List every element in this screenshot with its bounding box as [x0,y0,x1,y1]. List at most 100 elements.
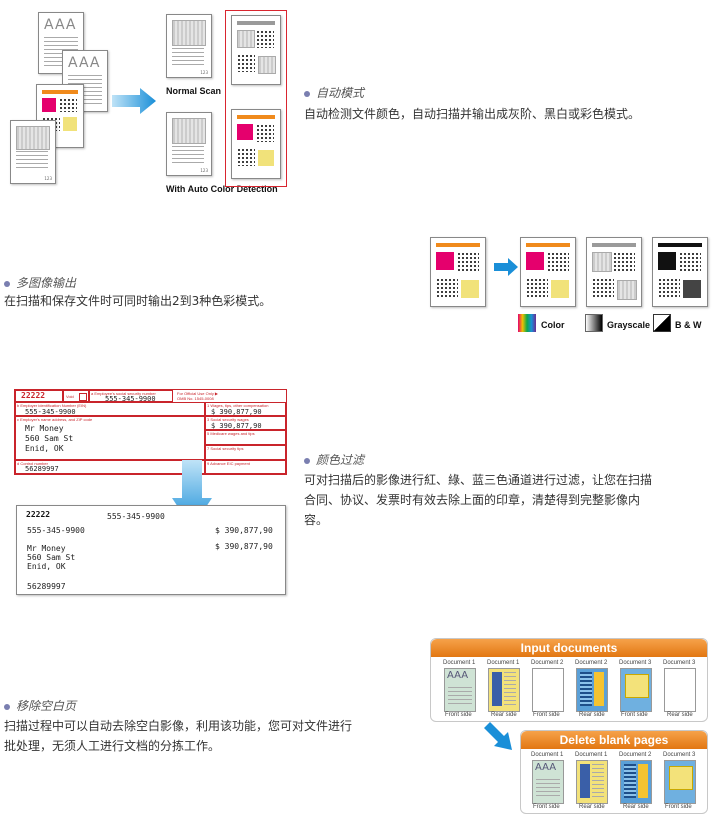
dot-pattern [658,278,680,298]
bullet-icon [304,457,310,464]
heading-text: 多图像输出 [16,276,77,290]
dot-pattern [526,278,548,298]
doc-thumb [576,668,608,712]
normal-scan-doc: 123 [166,14,212,78]
gray-photo [16,126,50,150]
grayscale-legend-label: Grayscale [607,320,651,330]
page-number: 123 [44,176,52,181]
name-label: c Employer's name address, and ZIP code [17,417,93,422]
section-description: 自动检测文件颜色，自动扫描并输出成灰阶、黑白或彩色模式。 [304,107,641,121]
sample-text: AAA [447,670,469,681]
form-code: 22222 [21,391,46,400]
gray-photo [617,280,637,300]
color-legend-label: Color [541,320,565,330]
dot-pattern [592,278,614,298]
blank-doc-thumb [532,668,564,712]
gray-photo [172,118,206,144]
doc-side: Front side [621,712,648,718]
doc-thumb [620,760,652,804]
input-doc-gray: 123 [10,120,56,184]
description-line: 扫描过程中可以自动去除空白影像，利用该功能，您可对文件进行 [4,719,353,733]
chart-stripes [624,764,636,798]
text-lines [172,48,204,68]
filtered-wages-1: $ 390,877,90 [215,526,273,535]
auto-gray-doc [231,15,281,85]
arrow-right-icon [112,88,156,114]
filtered-control: 56289997 [27,582,66,591]
panel-title: Delete blank pages [521,731,707,749]
dot-pattern [547,252,569,272]
ssn-cell [89,390,173,402]
color-bar [526,243,570,247]
doc-name: Document 2 [531,660,564,666]
normal-scan-doc-2: 123 [166,112,212,176]
dot-pattern [256,124,274,142]
black-bar [658,243,702,247]
color-photo [258,150,274,166]
section-description: 可对扫描后的影像进行紅、綠、蓝三色通道进行过滤，让您在扫描 合同、协议、发票时有… [304,470,714,530]
description-line: 可对扫描后的影像进行紅、綠、蓝三色通道进行过滤，让您在扫描 [304,473,653,487]
yellow-note [669,766,693,790]
gray-bar [592,243,636,247]
medicare-label: 5 Medicare wages and tips [207,431,255,436]
doc-side: Front side [533,712,560,718]
text-lines [448,687,472,707]
name-line-1: Mr Money [25,424,64,433]
w2-form-filtered: 22222 555-345-9900 555-345-9900 $ 390,87… [16,505,286,595]
heading-text: 自动模式 [316,86,365,100]
heading-text: 移除空白页 [16,699,77,713]
gray-photo [237,30,255,48]
color-photo [461,280,479,298]
bw-legend-label: B & W [675,320,702,330]
description-line: 批处理，无须人工进行文档的分拣工作。 [4,739,221,753]
filtered-name-1: Mr Money [27,544,66,553]
panel-title: Input documents [431,639,707,657]
bw-output-doc [652,237,708,307]
yellow-block [594,672,604,706]
control-cell [15,460,205,474]
filtered-ein: 555-345-9900 [27,526,85,535]
page-number: 123 [200,168,208,173]
dot-pattern [256,30,274,48]
color-bar [436,243,480,247]
doc-thumb [664,760,696,804]
delete-blank-pages-panel: Delete blank pages Document 1 AAA Front … [520,730,708,814]
blue-column [492,672,502,706]
color-bar [42,90,78,94]
wages-cell [205,402,286,416]
wages-value: $ 390,877,90 [211,408,262,416]
color-photo [42,98,56,112]
dot-pattern [237,54,255,72]
eic-cell [205,460,286,474]
doc-name: Document 3 [663,660,696,666]
doc-side: Rear side [579,804,605,810]
gray-bar [237,21,275,25]
color-photo [551,280,569,298]
filtered-name-3: Enid, OK [27,562,66,571]
ss-tips-cell [205,445,286,460]
gray-photo [592,252,612,272]
bullet-icon [4,280,10,287]
doc-thumb: AAA [532,760,564,804]
ss-wages-cell [205,416,286,430]
gray-photo [258,56,276,74]
control-value: 56289997 [25,465,59,473]
filtered-code: 22222 [26,510,51,519]
auto-color-doc [231,109,281,179]
blank-doc-thumb [664,668,696,712]
ein-cell [15,402,205,416]
doc-thumb: AAA [444,668,476,712]
doc-side: Rear side [667,712,693,718]
name-line-2: 560 Sam St [25,434,74,443]
wages-label: 1 Wages, tips, other compensation [207,403,269,408]
normal-scan-label: Normal Scan [166,86,222,96]
filtered-ssn: 555-345-9900 [107,512,165,521]
color-photo [237,124,253,140]
medicare-cell [205,430,286,445]
w2-form-original: 22222 Void a Employee's social security … [14,389,287,475]
bullet-icon [4,703,10,710]
void-checkbox [79,393,87,401]
doc-name: Document 3 [619,660,652,666]
yellow-note [625,674,649,698]
official-label: For Official Use Only ▶ [177,391,219,396]
